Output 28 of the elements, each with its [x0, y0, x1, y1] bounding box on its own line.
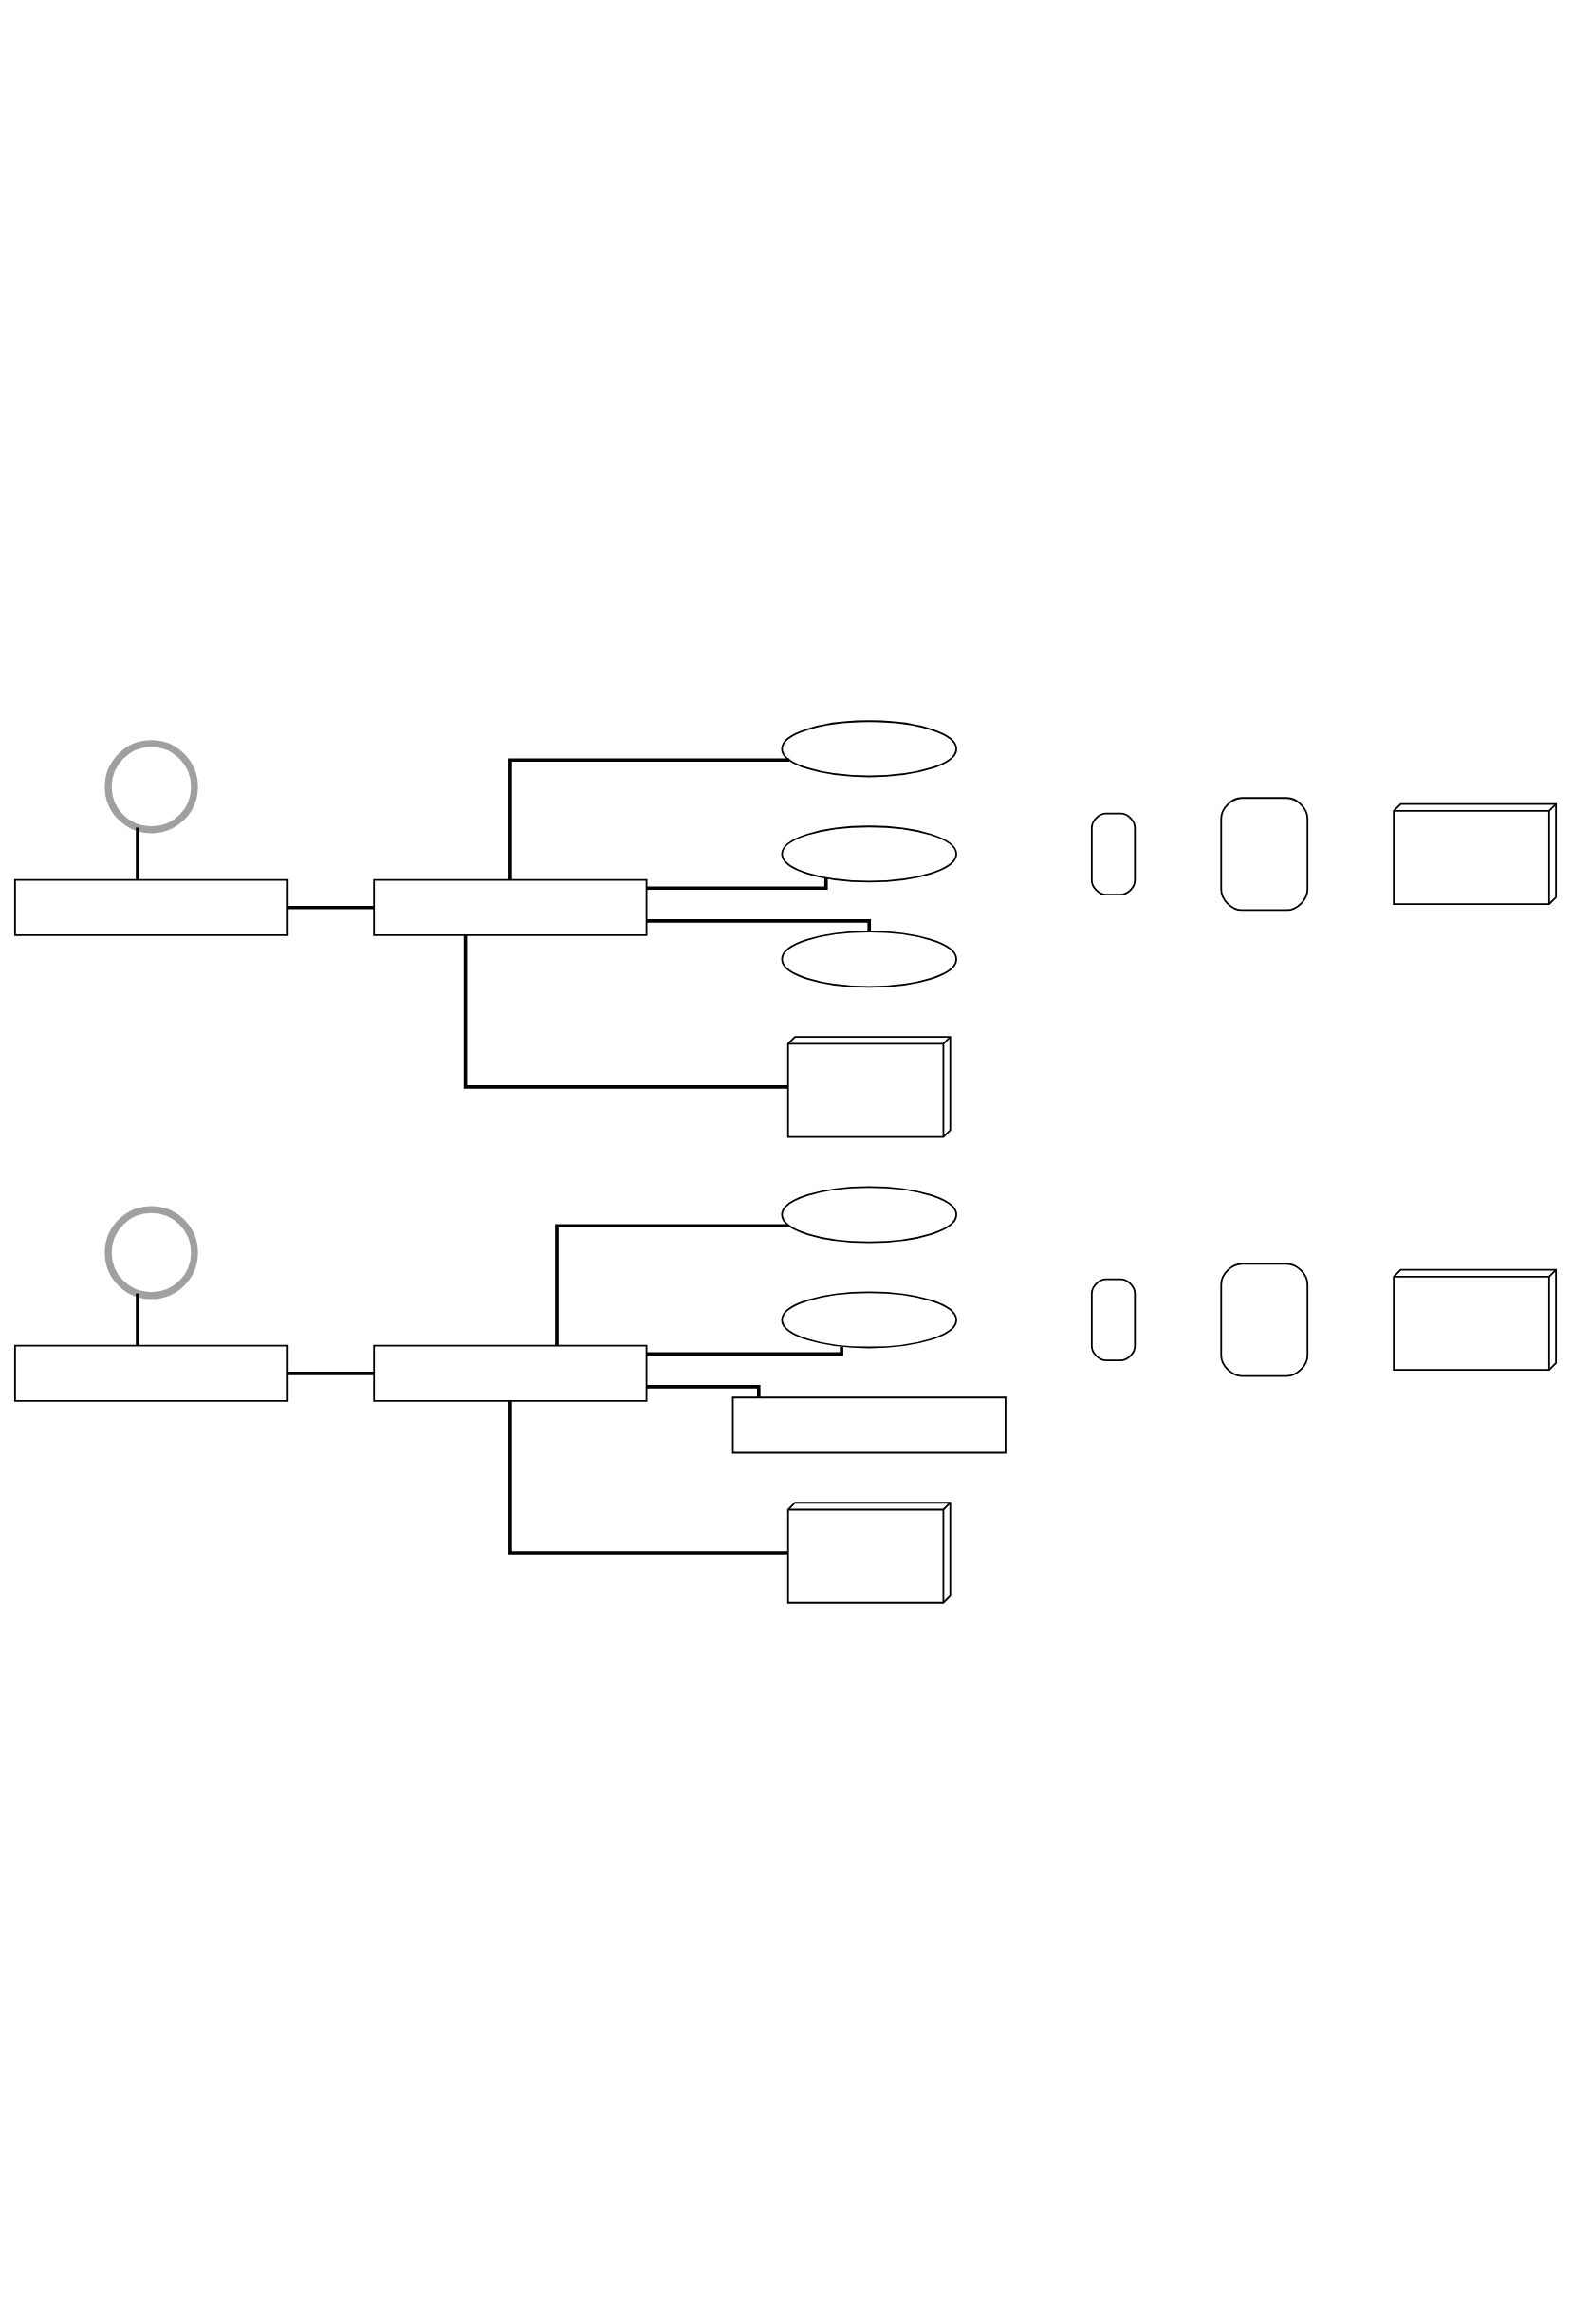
connector [463, 935, 788, 1089]
node-box [373, 1344, 648, 1402]
node-circle [104, 740, 198, 834]
node-dome [781, 720, 957, 778]
connector [647, 919, 872, 931]
connector [136, 1293, 139, 1345]
connector [287, 1372, 375, 1375]
node-dome [781, 931, 957, 988]
node-phone [1090, 812, 1137, 895]
connector [508, 1401, 788, 1555]
node-circle [104, 1206, 198, 1300]
node-box [13, 878, 289, 936]
node-tablet [1220, 797, 1309, 912]
node-dome [781, 1186, 957, 1244]
node-dome [781, 825, 957, 883]
connector [287, 905, 375, 910]
connector [646, 877, 828, 891]
node-dome [781, 1291, 957, 1349]
connector [646, 1385, 761, 1397]
node-tablet [1220, 1263, 1309, 1377]
connector [508, 758, 790, 880]
node-box [373, 878, 648, 936]
connector [555, 1224, 789, 1346]
node-box [731, 1396, 1007, 1454]
connector [136, 827, 139, 879]
connector [646, 1346, 843, 1356]
node-phone [1090, 1278, 1137, 1362]
node-box [13, 1344, 289, 1402]
